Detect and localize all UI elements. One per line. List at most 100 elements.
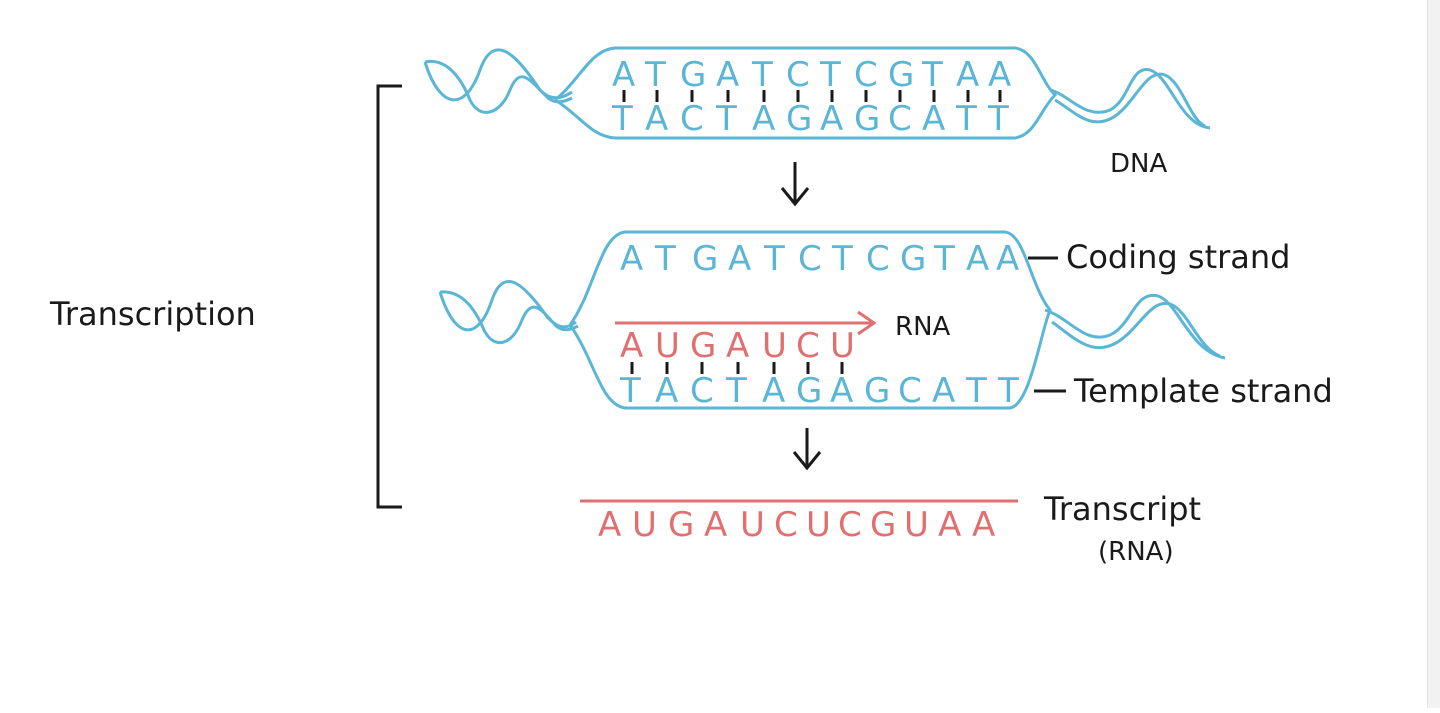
base: T	[644, 55, 666, 95]
base: A	[956, 55, 979, 95]
base: T	[997, 371, 1019, 411]
rna-label: RNA	[895, 312, 951, 342]
transcript-rna-label: (RNA)	[1098, 537, 1174, 567]
base: T	[654, 239, 676, 279]
helix-twist-right-top	[1049, 68, 1211, 130]
transcription-label: Transcription	[49, 295, 256, 333]
helix-twist-right-mid-back	[1051, 301, 1221, 358]
transcription-bracket	[376, 84, 402, 509]
base: C	[838, 505, 862, 545]
base: C	[888, 99, 912, 139]
base: G	[796, 371, 822, 411]
base: U	[830, 326, 855, 366]
base: G	[668, 505, 694, 545]
mid-base-pair-ticks	[630, 362, 844, 374]
base: U	[904, 505, 929, 545]
base: U	[655, 326, 680, 366]
base: A	[704, 505, 727, 545]
vertical-scrollbar[interactable]	[1427, 0, 1440, 708]
dna-bubble-middle	[568, 230, 1052, 410]
base: T	[619, 371, 641, 411]
base: G	[888, 55, 914, 95]
helix-twist-left-top-back	[424, 59, 573, 114]
base: U	[632, 505, 657, 545]
base: T	[611, 99, 633, 139]
top-template-bases: T A C T A G A G C A T T	[611, 99, 1009, 139]
template-strand-label: Template strand	[1073, 372, 1333, 410]
base: T	[763, 239, 785, 279]
base: A	[728, 239, 751, 279]
top-coding-bases: A T G A T C T C G T A A	[612, 55, 1011, 95]
base: A	[830, 371, 853, 411]
base: A	[762, 371, 785, 411]
base: A	[716, 55, 739, 95]
mid-rna-bases: A U G A U C U	[620, 326, 855, 366]
base: U	[762, 326, 787, 366]
base: C	[690, 371, 714, 411]
base: A	[655, 371, 678, 411]
base: C	[898, 371, 922, 411]
base: T	[955, 99, 977, 139]
base: G	[854, 99, 880, 139]
dna-helix-middle	[438, 230, 1226, 410]
base: U	[806, 505, 831, 545]
base: G	[786, 99, 812, 139]
helix-twist-left-mid-back	[439, 290, 579, 345]
base: A	[612, 55, 635, 95]
base: G	[864, 371, 890, 411]
base: C	[854, 55, 878, 95]
mid-template-bases: T A C T A G A G C A T T	[619, 371, 1019, 411]
base: G	[870, 505, 896, 545]
base: C	[866, 239, 890, 279]
base: T	[751, 55, 773, 95]
base: C	[774, 505, 798, 545]
base: A	[966, 239, 989, 279]
base: C	[796, 326, 820, 366]
base: G	[680, 55, 706, 95]
base: C	[680, 99, 704, 139]
transcript-bases: A U G A U C U C G U A A	[598, 505, 995, 545]
base: T	[819, 55, 841, 95]
base: T	[715, 99, 737, 139]
base: U	[740, 505, 765, 545]
dna-label: DNA	[1110, 149, 1167, 179]
helix-twist-left-top	[423, 48, 573, 102]
base: C	[798, 239, 822, 279]
base: A	[726, 326, 749, 366]
rna-direction-arrow-icon	[615, 310, 877, 336]
base: C	[786, 55, 810, 95]
base: A	[988, 55, 1011, 95]
base: T	[965, 371, 987, 411]
base: A	[620, 326, 643, 366]
base: A	[820, 99, 843, 139]
base: T	[987, 99, 1009, 139]
base: A	[972, 505, 995, 545]
transcript-label: Transcript	[1043, 490, 1201, 528]
dna-helix-top	[423, 46, 1211, 140]
base: A	[645, 99, 668, 139]
base: A	[996, 239, 1019, 279]
base: G	[690, 326, 716, 366]
mid-coding-bases: A T G A T C T C G T A A	[620, 239, 1019, 279]
base: A	[598, 505, 621, 545]
dna-bubble-top	[554, 46, 1058, 140]
base: A	[752, 99, 775, 139]
base: T	[921, 55, 943, 95]
base: T	[933, 239, 955, 279]
base: A	[938, 505, 961, 545]
down-arrow-icon	[792, 428, 822, 471]
down-arrow-icon	[780, 162, 810, 207]
top-base-pair-ticks	[622, 90, 1002, 102]
helix-twist-right-mid	[1044, 293, 1226, 360]
base: A	[620, 239, 643, 279]
base: G	[900, 239, 926, 279]
base: T	[725, 371, 747, 411]
base: A	[922, 99, 945, 139]
coding-strand-label: Coding strand	[1066, 238, 1290, 276]
helix-twist-right-top-back	[1054, 72, 1206, 128]
helix-twist-left-mid	[438, 280, 577, 332]
base: A	[932, 371, 955, 411]
base: G	[692, 239, 718, 279]
